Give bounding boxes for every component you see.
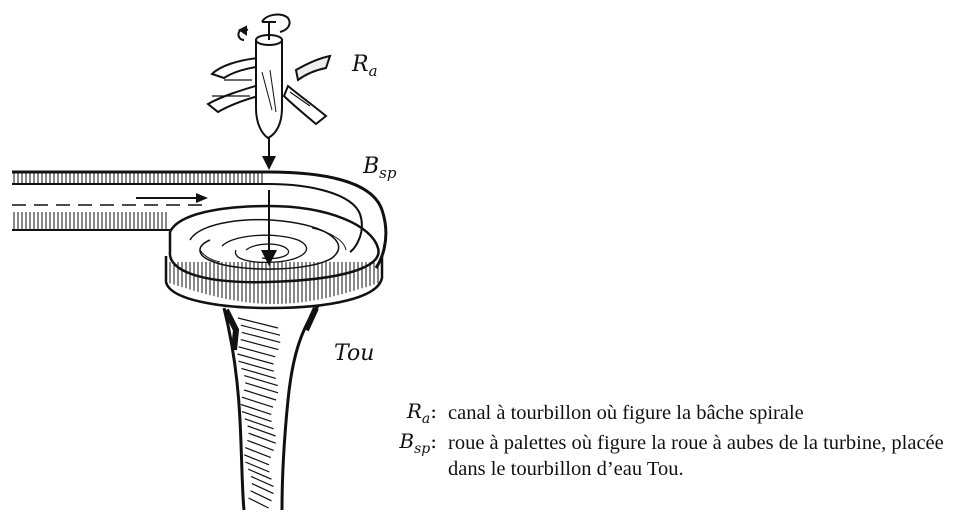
label-ra: Ra [352,52,378,80]
legend-row-bsp: Bsp: roue à palettes où figure la roue à… [352,429,967,489]
vortex-column [224,306,318,510]
legend: Ra: canal à tourbillon où figure la bâch… [352,399,967,489]
legend-key-ra: Ra: [407,399,437,427]
legend-text-ra: canal à tourbillon où figure la bâche sp… [448,400,968,426]
label-tou: Tou [334,341,374,366]
label-bsp: Bsp [363,154,396,182]
legend-text-bsp: roue à palettes où figure la roue à aube… [448,430,968,482]
downward-arrow-top [262,138,276,170]
downward-arrow-basin [261,190,277,266]
paddle-wheel [208,15,330,138]
spiral-basin [166,206,382,308]
legend-row-ra: Ra: canal à tourbillon où figure la bâch… [352,399,967,429]
legend-key-bsp: Bsp: [399,429,437,457]
inflow-channel [12,172,386,268]
